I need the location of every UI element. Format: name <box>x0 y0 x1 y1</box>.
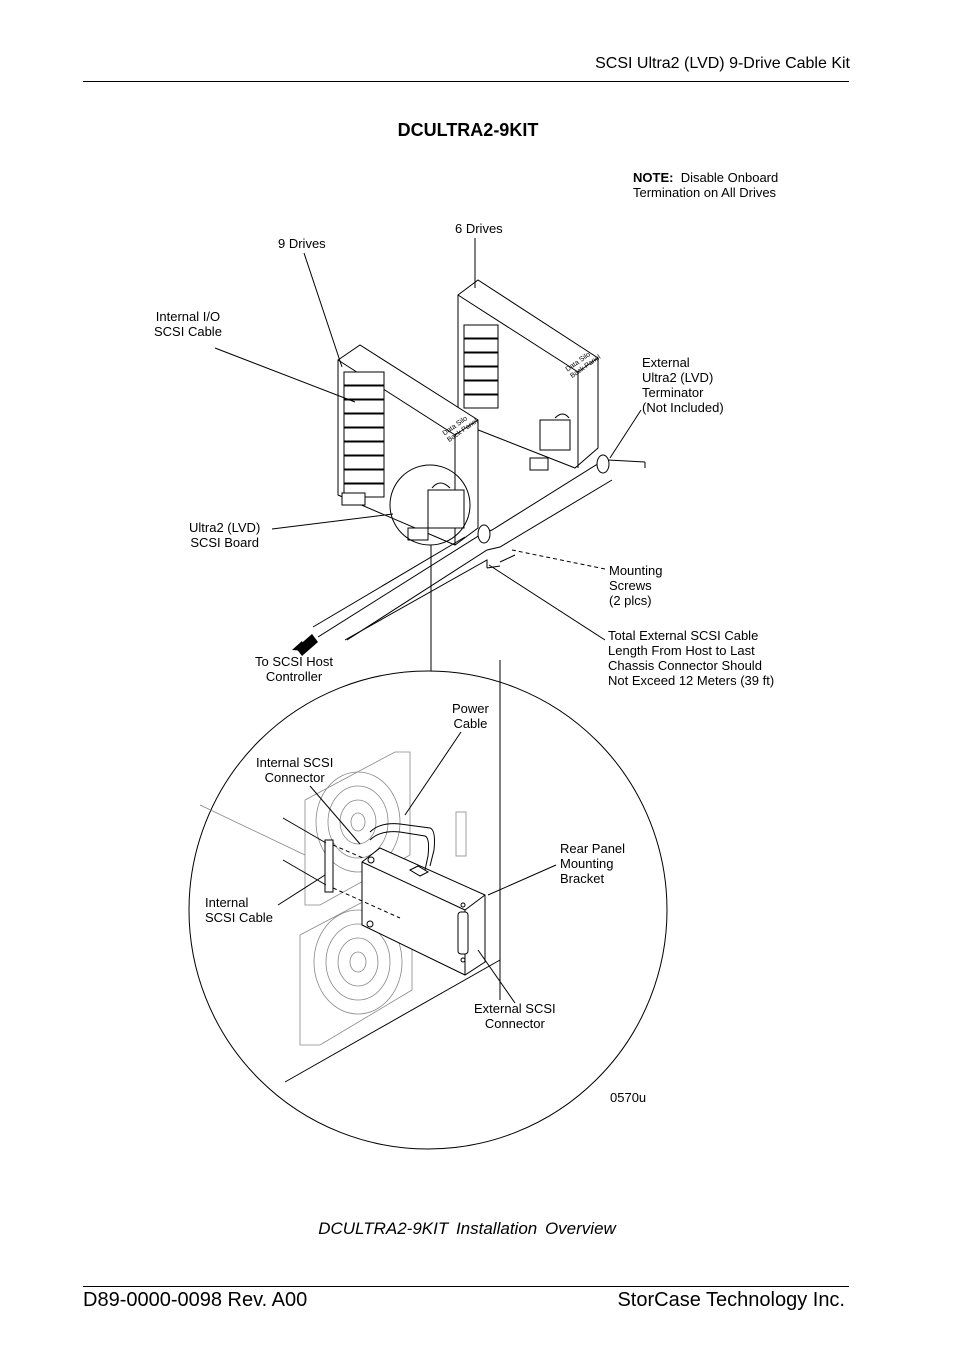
label-total-cable-length: Total External SCSI Cable Length From Ho… <box>608 628 775 688</box>
termination-note: NOTE: Disable Onboard Termination on All… <box>633 170 778 200</box>
page-title: DCULTRA2-9KIT <box>397 120 539 140</box>
label-internal-scsi-connector: Internal SCSI Connector <box>256 755 334 785</box>
label-ultra2-board: Ultra2 (LVD) SCSI Board <box>189 520 261 550</box>
external-cables <box>292 454 646 656</box>
label-six-drives: 6 Drives <box>455 221 503 236</box>
label-mounting-screws: Mounting Screws (2 plcs) <box>609 563 663 608</box>
footer-rule <box>83 1286 849 1287</box>
figure-caption: DCULTRA2-9KIT Installation Overview <box>318 1219 616 1238</box>
footer-doc-number: D89-0000-0098 Rev. A00 <box>83 1289 308 1311</box>
detail-callout-circle <box>389 464 471 546</box>
nine-drive-chassis <box>337 344 479 546</box>
note-prefix: NOTE: <box>633 170 674 185</box>
label-external-scsi-connector: External SCSI Connector <box>474 1001 556 1031</box>
running-title: SCSI Ultra2 (LVD) 9-Drive Cable Kit <box>595 55 850 72</box>
label-internal-io-cable: Internal I/O SCSI Cable <box>154 309 222 339</box>
nine-drive-bays <box>343 371 385 498</box>
label-nine-drives: 9 Drives <box>278 236 326 251</box>
note-text: Disable Onboard Termination on All Drive… <box>633 170 779 200</box>
leader-lines <box>214 238 642 641</box>
label-internal-scsi-cable: Internal SCSI Cable <box>205 895 273 925</box>
six-drive-chassis <box>457 279 599 471</box>
fan-grille-upper <box>304 751 411 906</box>
footer-company: StorCase Technology Inc. <box>617 1289 845 1311</box>
label-rear-panel-bracket: Rear Panel Mounting Bracket <box>560 841 626 886</box>
label-to-host: To SCSI Host Controller <box>255 654 334 684</box>
label-external-terminator: External Ultra2 (LVD) Terminator (Not In… <box>642 355 724 415</box>
header-rule <box>83 81 849 82</box>
detail-view-circle <box>188 670 668 1150</box>
detail-view-contents <box>199 731 557 1083</box>
figure-code: 0570u <box>610 1090 647 1105</box>
label-power-cable: Power Cable <box>452 701 489 731</box>
six-drive-bays <box>463 324 499 409</box>
